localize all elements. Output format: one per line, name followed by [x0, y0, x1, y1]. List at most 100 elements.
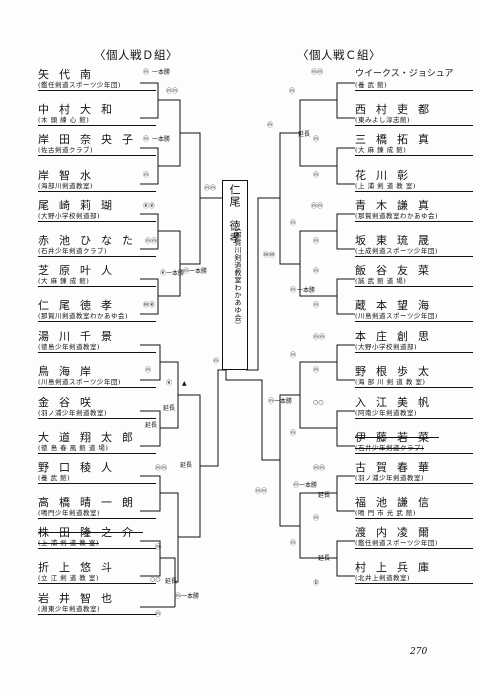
score-mark: ⓂⓀ [143, 302, 156, 309]
ippon-note: 一本勝 [152, 69, 171, 76]
encho-note: 延長 [163, 405, 176, 412]
score-mark: ○○ [313, 399, 324, 406]
ippon-note: 一本勝 [181, 593, 200, 600]
player-right-11: 入江美帆(阿南少年剣道教室) [355, 396, 473, 419]
player-name: 岸智水 [38, 169, 101, 182]
player-name: 尾崎莉瑚 [38, 199, 122, 212]
player-affiliation: (石井少年剣道クラブ) [355, 444, 473, 454]
champion-name: 仁尾 徳孝 [228, 184, 241, 244]
score-mark: ⓂⓂ [263, 252, 276, 259]
score-mark: ⓜ [290, 220, 297, 227]
player-name: 高橋晴一朗 [38, 496, 143, 509]
player-affiliation: (上 浦 剣 道 教 室) [38, 539, 156, 549]
player-affiliation: (川島剣道スポーツ少年団) [38, 378, 156, 388]
player-affiliation: (海部川剣道教室) [38, 182, 156, 192]
ippon-note: 一本勝 [299, 482, 318, 489]
score-mark: ⓜ [313, 268, 320, 275]
player-name: 湯川千景 [38, 330, 122, 343]
player-left-8: 仁尾徳孝(那賀川剣道教室わかあゆ会) [38, 299, 156, 322]
ippon-note: 一本勝 [189, 268, 208, 275]
score-mark: ⓜ [313, 238, 320, 245]
player-name: 青木謙真 [355, 199, 439, 212]
player-name: 入江美帆 [355, 396, 439, 409]
player-left-13: 野口稜人(養 武 館) [38, 461, 156, 484]
score-mark: Ⓚ [160, 270, 167, 277]
score-mark: ⓜⓜ [166, 88, 179, 95]
score-mark: ⓜ [155, 611, 162, 618]
player-name: 岩井智也 [38, 592, 122, 605]
player-affiliation: (石井少年剣道クラブ) [38, 247, 156, 257]
player-name: 蔵本望海 [355, 299, 439, 312]
player-right-16: 村上兵庫(北井上剣道教室) [355, 561, 473, 584]
player-left-10: 鳥海岸(川島剣道スポーツ少年団) [38, 365, 156, 388]
score-mark: ⓜⓜ [311, 203, 324, 210]
player-name: 大道翔太郎 [38, 431, 143, 444]
player-name: 村上兵庫 [355, 561, 439, 574]
player-name: 野口稜人 [38, 461, 122, 474]
player-name: 矢代南 [38, 68, 101, 81]
score-mark: ⓜ [290, 287, 297, 294]
player-name: ウイークス・ジョシュア [355, 69, 454, 79]
player-affiliation: (鑑任剣道スポーツ少年団) [355, 539, 473, 549]
player-name: 三橋拓真 [355, 133, 439, 146]
player-left-5: 尾崎莉瑚(大野小学校剣道部) [38, 199, 156, 222]
player-affiliation: (鳴 門 市 光 武 館) [355, 509, 473, 519]
score-mark: ⓜⓜ [204, 185, 217, 192]
score-mark: ⓜ [143, 69, 150, 76]
encho-note: 延長 [298, 131, 311, 138]
player-affiliation: (羽ノ浦少年剣道教室) [355, 474, 473, 484]
player-affiliation: (養 武 館) [38, 474, 156, 484]
player-affiliation: (木 頭 練 心 館) [38, 116, 156, 126]
player-affiliation: (阿南少年剣道教室) [355, 409, 473, 419]
encho-note: 延長 [165, 578, 178, 585]
player-name: 芝原叶人 [38, 264, 122, 277]
score-mark: ⓜ [143, 172, 150, 179]
player-name: 福池謙信 [355, 496, 439, 509]
score-mark: ⓜⓜ [313, 334, 326, 341]
page-number: 270 [410, 647, 428, 657]
player-affiliation: (川島剣道スポーツ少年団) [355, 312, 473, 322]
player-affiliation: (那賀剣道教室わかあゆ会) [355, 212, 473, 222]
score-mark: ⓜ [183, 268, 190, 275]
player-left-4: 岸智水(海部川剣道教室) [38, 169, 156, 192]
score-mark: Ⓚ [166, 380, 173, 387]
player-left-17: 岩井智也(淵東少年剣道教室) [38, 592, 156, 615]
tri-mark: ▲ [182, 380, 187, 387]
player-name: 野根歩太 [355, 365, 439, 378]
player-left-11: 金谷咲(羽ノ浦少年剣道教室) [38, 396, 156, 419]
player-name: 折上悠斗 [38, 561, 122, 574]
score-mark: ○○ [150, 576, 161, 583]
score-mark: ⓜⓜ [155, 465, 168, 472]
player-affiliation: (鑑任剣道スポーツ少年団) [38, 81, 156, 91]
player-name: 赤池ひなた [38, 234, 143, 247]
player-affiliation: (大 麻 錬 成 館) [38, 277, 156, 287]
player-affiliation: (徳島少年剣道教室) [38, 343, 156, 353]
player-affiliation: (那賀川剣道教室わかあゆ会) [38, 312, 156, 322]
player-affiliation: (徳 島 春 風 館 道 場) [38, 444, 156, 454]
player-name: 本庄創思 [355, 330, 439, 343]
score-mark: ⓜ [290, 540, 297, 547]
ippon-note: 一本勝 [297, 287, 316, 294]
player-affiliation: (淵東少年剣道教室) [38, 605, 156, 615]
player-affiliation: (養 武 館) [355, 81, 473, 91]
player-left-7: 芝原叶人(大 麻 錬 成 館) [38, 264, 156, 287]
player-affiliation: (大野小学校剣道部) [355, 343, 473, 353]
player-affiliation: (大野小学校剣道部) [38, 212, 156, 222]
player-right-5: 青木謙真(那賀剣道教室わかあゆ会) [355, 199, 473, 222]
score-mark: ⓜⓜ [311, 69, 324, 76]
score-mark: ⓀⓀ [143, 203, 156, 210]
player-name: 鳥海岸 [38, 365, 101, 378]
score-mark: ⓜ [290, 430, 297, 437]
player-left-12: 大道翔太郎(徳 島 春 風 館 道 場) [38, 431, 156, 454]
player-name: 飯谷友菜 [355, 264, 439, 277]
player-right-2: 西村吏都(東みよし淳志館) [355, 103, 473, 126]
player-name: 渡内凌爾 [355, 526, 439, 539]
encho-note: 延長 [318, 492, 331, 499]
score-mark: ⓜⓜ [255, 488, 268, 495]
player-affiliation: (立 江 剣 道 教 室) [38, 574, 156, 584]
ippon-note: 一本勝 [274, 398, 293, 405]
champion-box [222, 180, 248, 370]
encho-note: 延長 [145, 422, 158, 429]
score-mark: ⓜ [313, 367, 320, 374]
